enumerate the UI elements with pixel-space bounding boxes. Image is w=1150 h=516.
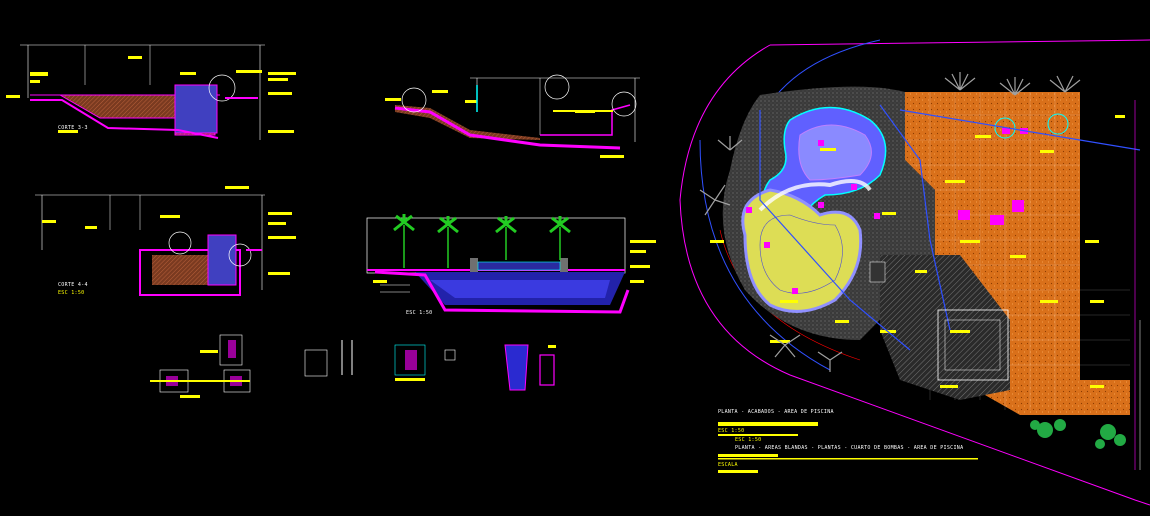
section-center-top bbox=[385, 74, 640, 158]
plan-scale-1: ESC 1:50 bbox=[718, 428, 745, 434]
construction-details bbox=[150, 334, 556, 398]
palm-icon bbox=[437, 216, 459, 268]
palm-icon bbox=[393, 214, 415, 268]
section-scale-4-4: ESC 1:50 bbox=[58, 290, 85, 296]
pool-area-plan bbox=[679, 39, 1150, 506]
section-3-3 bbox=[6, 44, 296, 140]
plan-title: PLANTA - ACABADOS - AREA DE PISCINA bbox=[718, 409, 834, 415]
section-title-4-4: CORTE 4-4 bbox=[58, 282, 88, 288]
umbrella-icon bbox=[994, 113, 1069, 139]
section-pool-palms bbox=[366, 214, 656, 314]
section-title-3-3: CORTE 3-3 bbox=[58, 125, 88, 131]
plan-scale-3: ESCALA bbox=[718, 462, 738, 468]
plan-title-bars bbox=[718, 422, 978, 473]
section-4-4 bbox=[35, 186, 296, 296]
plant-icon bbox=[699, 72, 1081, 372]
shrub-icon bbox=[1030, 419, 1126, 449]
section-pool-scale: ESC 1:50 bbox=[406, 310, 433, 316]
plan-subtitle: PLANTA - AREAS BLANDAS - PLANTAS - CUART… bbox=[735, 445, 964, 451]
palm-icon bbox=[495, 216, 517, 260]
plan-scale-2: ESC 1:50 bbox=[735, 437, 762, 443]
palm-icon bbox=[549, 216, 571, 260]
